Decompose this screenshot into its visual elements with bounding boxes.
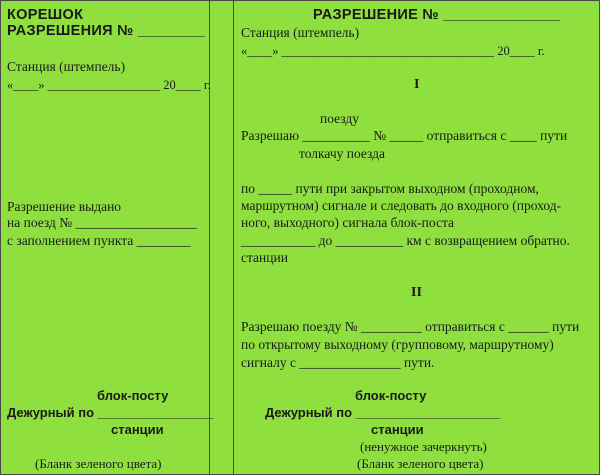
stub-item-fill-line: с заполнением пункта ________: [7, 233, 191, 248]
section-1-station-option: станции: [241, 250, 288, 265]
section-2-numeral: II: [411, 285, 422, 300]
section-1-text: ного, выходного) сигнала блок-поста: [241, 215, 455, 230]
section-2-text: по открытому выходному (групповому, марш…: [241, 337, 554, 352]
section-1-text: маршрутном) сигнале и следовать до входн…: [241, 198, 562, 213]
section-1-train-option: поезду: [320, 111, 360, 126]
section-1-text: по _____ пути при закрытом выходном (про…: [241, 181, 539, 196]
section-1-numeral: I: [414, 77, 420, 92]
permit-blockpost-label: блок-посту: [355, 388, 427, 403]
strike-out-note: (ненужное зачеркнуть): [360, 439, 487, 454]
stub-date-line: «____» __________________ 20____ г.: [7, 78, 211, 92]
permit-station-label: станции: [371, 422, 424, 437]
permit-footer: (Бланк зеленого цвета): [357, 456, 484, 471]
stub-train-number-line: на поезд № __________________: [7, 215, 197, 230]
stub-duty-line: Дежурный по ________________: [7, 405, 214, 420]
divider-line: [209, 1, 210, 474]
section-1-pusher-option: толкачу поезда: [299, 146, 385, 161]
section-1-km-line: ___________ до __________ км с возвращен…: [241, 233, 570, 248]
section-2-text: Разрешаю поезду № _________ отправиться …: [241, 319, 580, 334]
permit-date-line: «____» _________________________________…: [241, 44, 545, 58]
stub-title: КОРЕШОК: [7, 7, 84, 23]
section-1-permission-line: Разрешаю __________ № _____ отправиться …: [241, 128, 568, 143]
stub-station-label: станции: [111, 422, 164, 437]
stub-issued-label: Разрешение выдано: [7, 199, 122, 214]
stub-station-stamp: Станция (штемпель): [7, 59, 126, 74]
permit-station-stamp: Станция (штемпель): [241, 25, 360, 40]
section-2-text: сигналу с _______________ пути.: [241, 355, 435, 370]
permit-title: РАЗРЕШЕНИЕ № ______________: [313, 7, 561, 23]
permit-duty-line: Дежурный по ____________________: [265, 405, 501, 420]
stub-footer: (Бланк зеленого цвета): [35, 456, 162, 471]
divider-line: [233, 1, 234, 474]
stub-blockpost-label: блок-посту: [97, 388, 169, 403]
stub-title-number: РАЗРЕШЕНИЯ № ________: [7, 23, 205, 39]
